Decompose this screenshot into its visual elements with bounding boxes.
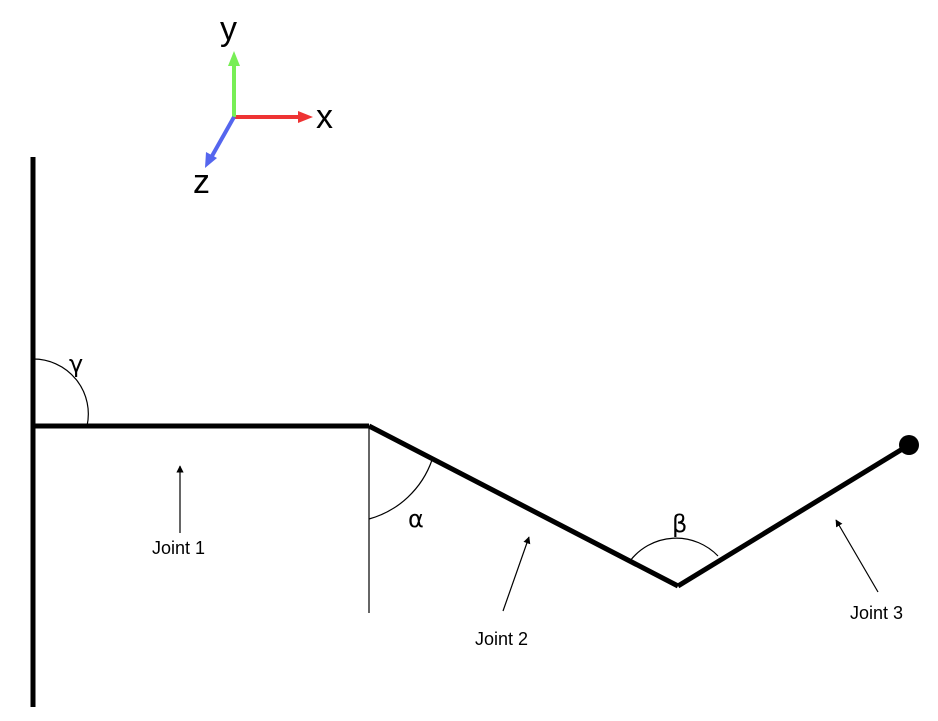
joint2-arrow (502, 536, 531, 612)
joint2-label: Joint 2 (475, 629, 528, 649)
link-3 (676, 442, 911, 589)
alpha-label: α (408, 505, 424, 533)
gamma-arc (32, 358, 89, 427)
z-axis-label: z (193, 163, 210, 201)
z-axis-arrow (210, 116, 236, 157)
link-2 (367, 423, 680, 589)
joint3-arrow (835, 519, 879, 593)
joint1-label: Joint 1 (152, 538, 205, 558)
joint3-label: Joint 3 (850, 603, 903, 623)
beta-label: β (672, 510, 687, 538)
beta-arc (629, 537, 719, 562)
gamma-label: γ (69, 350, 83, 378)
alpha-arc (368, 459, 433, 520)
coordinate-frame: x y z (193, 10, 333, 201)
y-axis-label: y (220, 10, 237, 48)
z-axis-arrowhead (205, 152, 217, 168)
x-axis-arrowhead (298, 111, 313, 123)
y-axis-arrowhead (228, 51, 240, 66)
x-axis-label: x (316, 98, 333, 136)
end-effector (899, 435, 919, 455)
